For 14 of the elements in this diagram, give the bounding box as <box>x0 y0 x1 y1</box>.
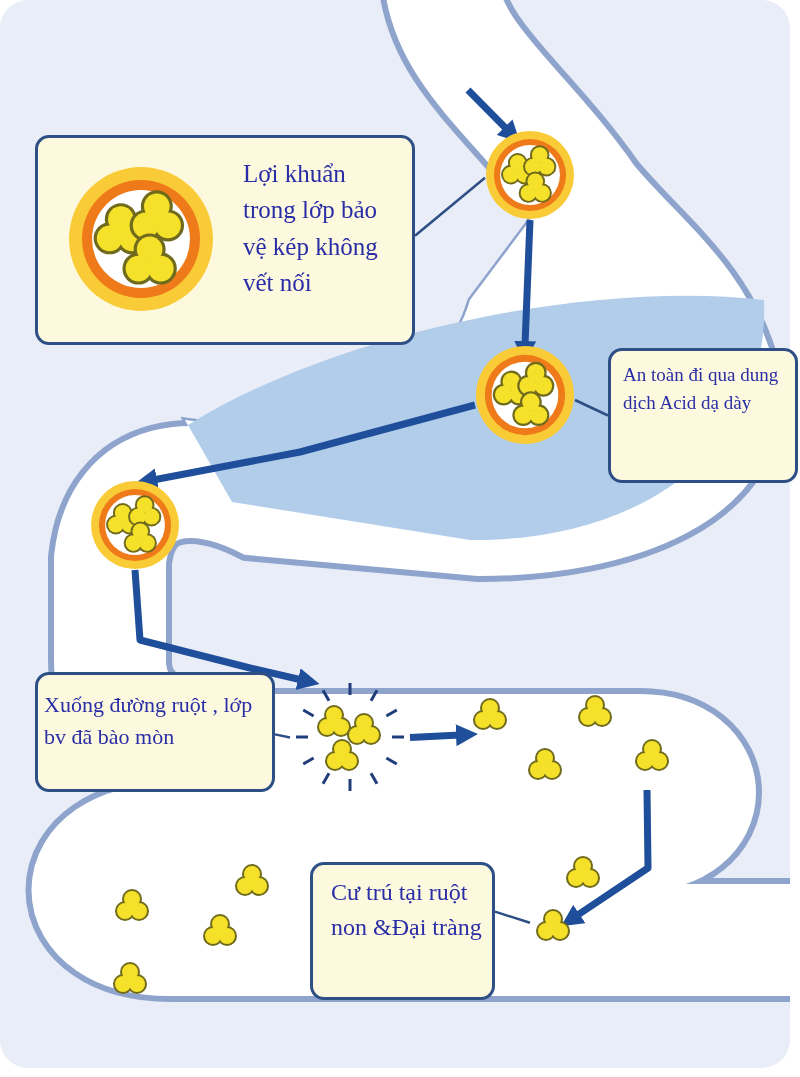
callout-box <box>35 672 275 792</box>
callout-text: Lợi khuẩn trong lớp bảo vệ kép không vết nối <box>243 159 379 298</box>
callout-text: Xuống đường ruột , lớp bv đã bào mòn <box>44 691 254 751</box>
callout-box <box>35 135 415 345</box>
capsule-drawing <box>485 130 575 220</box>
callout-text: An toàn đi qua dung dịch Acid dạ dày <box>623 363 780 415</box>
capsule-drawing <box>90 480 180 570</box>
callout-text: Cư trú tại ruột non &Đại tràng <box>331 878 483 942</box>
arrow <box>561 789 652 927</box>
capsule-drawing <box>475 345 575 445</box>
callout-box <box>310 862 495 1000</box>
arrow <box>131 569 320 690</box>
callout-box <box>608 348 798 483</box>
arrow <box>409 724 478 747</box>
